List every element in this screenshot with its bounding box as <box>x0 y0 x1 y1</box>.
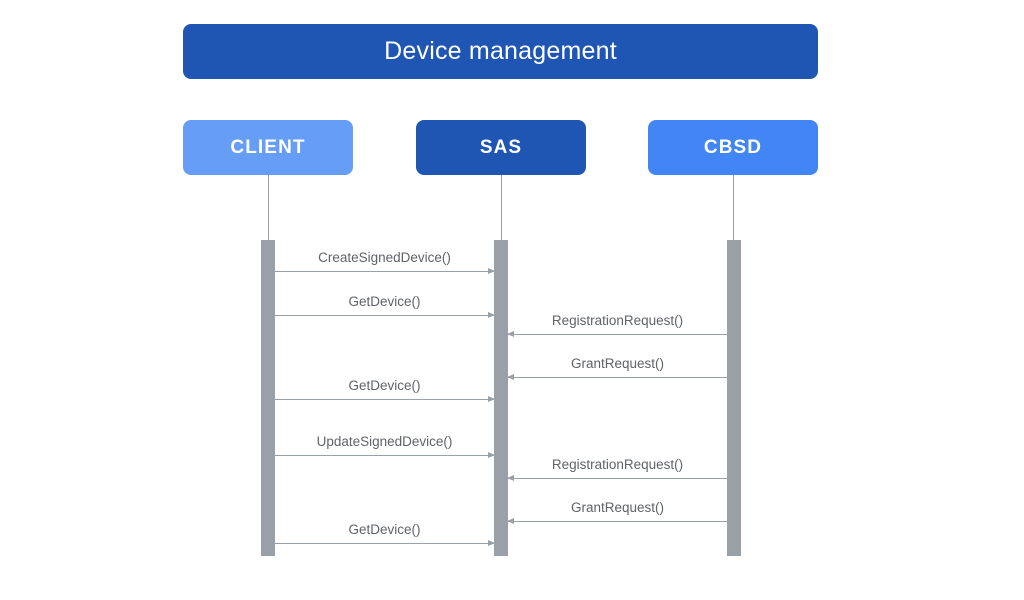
arrowhead-right-icon <box>488 395 495 402</box>
diagram-title: Device management <box>384 37 617 65</box>
message-line <box>275 399 494 400</box>
message-label: GrantRequest() <box>570 499 665 515</box>
message-line <box>275 543 494 544</box>
lifeline-cbsd <box>733 175 734 240</box>
lifeline-sas <box>501 175 502 240</box>
participant-label-client: CLIENT <box>230 137 306 158</box>
activation-bar-sas <box>494 240 508 556</box>
message-label: UpdateSignedDevice() <box>316 433 453 449</box>
message-line <box>275 315 494 316</box>
diagram-title-bar: Device management <box>183 24 818 79</box>
message-line <box>508 478 727 479</box>
message-line <box>275 455 494 456</box>
participant-label-cbsd: CBSD <box>703 137 763 158</box>
message-line <box>508 521 727 522</box>
activation-bar-cbsd <box>727 240 741 556</box>
arrowhead-left-icon <box>507 517 514 524</box>
arrowhead-right-icon <box>488 311 495 318</box>
participant-cbsd[interactable]: CBSD <box>648 120 818 175</box>
message-label: GetDevice() <box>348 521 421 537</box>
arrowhead-right-icon <box>488 451 495 458</box>
participant-client[interactable]: CLIENT <box>183 120 353 175</box>
arrowhead-left-icon <box>507 474 514 481</box>
participant-label-sas: SAS <box>479 137 523 158</box>
message-line <box>275 271 494 272</box>
participant-sas[interactable]: SAS <box>416 120 586 175</box>
message-label: GetDevice() <box>348 293 421 309</box>
message-label: GrantRequest() <box>570 355 665 371</box>
arrowhead-right-icon <box>488 267 495 274</box>
arrowhead-left-icon <box>507 373 514 380</box>
message-label: GetDevice() <box>348 377 421 393</box>
message-line <box>508 334 727 335</box>
message-line <box>508 377 727 378</box>
activation-bar-client <box>261 240 275 556</box>
arrowhead-left-icon <box>507 330 514 337</box>
message-label: RegistrationRequest() <box>551 456 684 472</box>
message-label: RegistrationRequest() <box>551 312 684 328</box>
arrowhead-right-icon <box>488 539 495 546</box>
lifeline-client <box>268 175 269 240</box>
message-label: CreateSignedDevice() <box>318 249 451 265</box>
